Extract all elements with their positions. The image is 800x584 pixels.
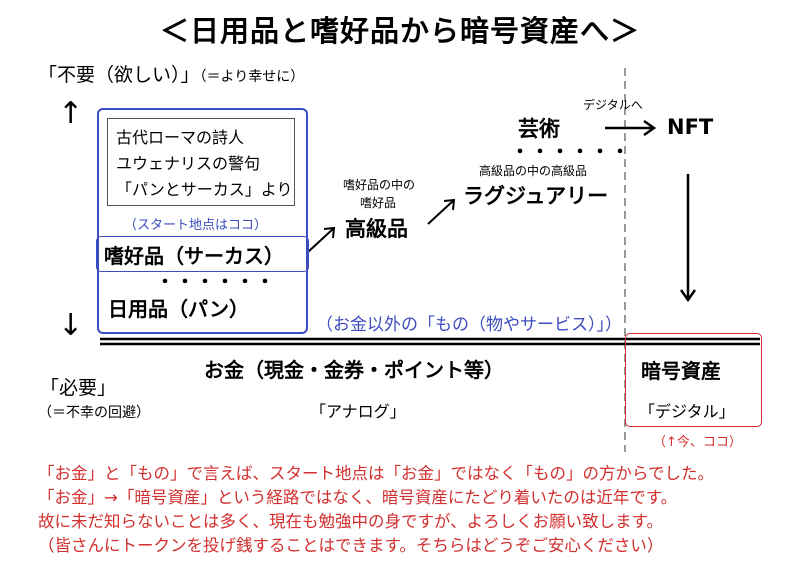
non-money-note: （お金以外の「もの（物やサービス）」）: [316, 315, 622, 335]
footer-line-1: 「お金」と「もの」で言えば、スタート地点は「お金」ではなく「もの」の方からでした…: [38, 464, 715, 483]
crypto-label: 暗号資産: [641, 359, 721, 383]
page-title: ＜日用品と嗜好品から暗号資産へ＞: [159, 14, 640, 48]
quote-line-3: 「パンとサーカス」より: [116, 180, 293, 199]
footer-line-3: 故に未だ知らないことは多く、現在も勉強中の身ですが、よろしくお願い致します。: [38, 512, 664, 531]
nft-label: NFT: [667, 115, 714, 139]
quote-line-1: 古代ローマの詩人: [116, 128, 245, 147]
need-main: 「不要（欲しい）」: [38, 64, 200, 86]
arrow-up-icon: ↑: [58, 96, 84, 131]
quote-line-2: ユウェナリスの警句: [116, 154, 261, 173]
start-note: （スタート地点はココ）: [124, 218, 268, 233]
dots-separator: ・・・・・・: [156, 272, 276, 293]
here-now-label: （↑今、ココ）: [653, 435, 742, 450]
circus-highlight: [96, 236, 309, 272]
arrow-down-icon: ↓: [58, 308, 84, 343]
arrow-nft-to-crypto: [679, 174, 697, 303]
quote-box: 古代ローマの詩人 ユウェナリスの警句 「パンとサーカス」より: [107, 118, 295, 206]
arrow-circus-to-luxury: [307, 226, 336, 253]
luxury-goods-label: 高級品: [345, 217, 408, 241]
arrow-right-icon: [605, 119, 657, 137]
art-label: 芸術: [518, 117, 560, 141]
footer-line-2: 「お金」→「暗号資産」という経路ではなく、暗号資産にたどり着いたのは近年です。: [38, 488, 678, 507]
analog-label: 「アナログ」: [310, 402, 406, 421]
unneed-sub: （＝不幸の回避）: [38, 405, 150, 421]
need-label: 「不要（欲しい）」（＝より幸せに）: [38, 60, 304, 87]
crypto-highlight: [625, 333, 762, 427]
footer-text: 「お金」と「もの」で言えば、スタート地点は「お金」ではなく「もの」の方からでした…: [38, 462, 714, 558]
unneed-label: 「必要」: [40, 377, 117, 399]
luxury-brand-label: ラグジュアリー: [463, 184, 609, 208]
to-digital-label: デジタルへ: [583, 98, 643, 112]
luxury-small-line2: 嗜好品: [360, 196, 397, 210]
daily-goods-label: 日用品（パン）: [108, 297, 249, 321]
arrow-luxury-to-brand: [427, 198, 456, 225]
need-sub: （＝より幸せに）: [199, 69, 305, 85]
goods-box: [97, 108, 308, 334]
circus-label: 嗜好品（サーカス）: [104, 244, 284, 268]
digital-label: 「デジタル」: [639, 402, 735, 421]
money-label: お金（現金・金券・ポイント等）: [204, 358, 504, 382]
footer-line-4: （皆さんにトークンを投げ銭することはできます。そちらはどうぞご安心ください）: [38, 536, 664, 555]
art-dots: ・・・・・・: [511, 142, 631, 163]
luxury-small-line1: 嗜好品の中の: [343, 178, 416, 192]
luxury-brand-small: 高級品の中の高級品: [479, 164, 588, 178]
